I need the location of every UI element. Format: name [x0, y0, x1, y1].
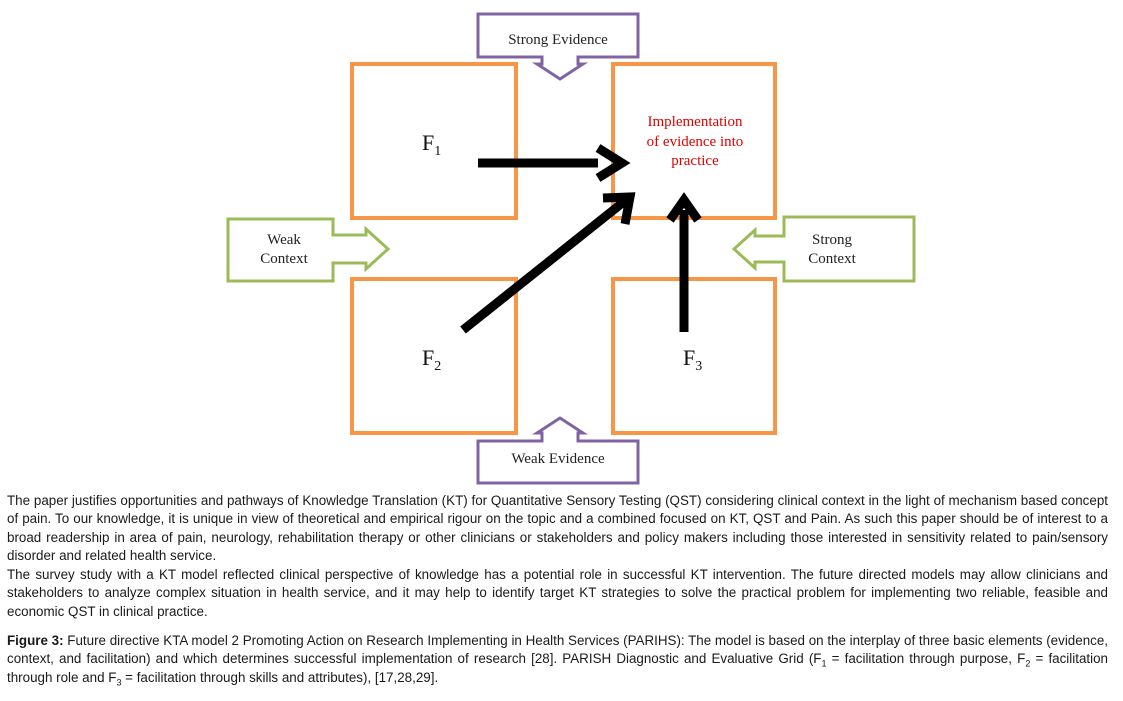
parihs-diagram: Strong Evidence Weak Evidence Weak Conte… [226, 12, 916, 485]
implementation-line3: practice [671, 153, 719, 169]
strong-evidence-callout: Strong Evidence [476, 12, 640, 81]
f1-box [350, 62, 518, 220]
f2-letter: F [422, 345, 434, 370]
f3-arrow [666, 192, 702, 332]
weak-context-label-line1: Weak [267, 232, 301, 248]
weak-evidence-label: Weak Evidence [511, 451, 605, 467]
f3-letter: F [683, 345, 695, 370]
f3-box [611, 277, 777, 435]
weak-context-callout: Weak Context [226, 217, 391, 283]
caption-label: Figure 3: [7, 633, 64, 648]
strong-evidence-label: Strong Evidence [508, 32, 608, 48]
figure-caption: Figure 3: Future directive KTA model 2 P… [7, 632, 1108, 687]
strong-context-label-line1: Strong [812, 232, 853, 248]
implementation-line1: Implementation [648, 114, 743, 130]
f2-arrow [460, 192, 636, 334]
f1-label: F1 [422, 130, 441, 159]
implementation-text: Implementation of evidence into practice [647, 114, 744, 169]
weak-evidence-callout: Weak Evidence [476, 416, 640, 485]
caption-sub3: 3 [116, 677, 122, 688]
f3-label: F3 [683, 345, 702, 374]
body-paragraph-2: The survey study with a KT model reflect… [7, 567, 1108, 619]
f2-label: F2 [422, 345, 441, 374]
f2-subscript: 2 [434, 359, 441, 374]
caption-sub2: 2 [1025, 658, 1031, 669]
caption-part1: Future directive KTA model 2 Promoting A… [7, 633, 1109, 667]
implementation-line2: of evidence into [647, 134, 744, 150]
strong-context-callout: Strong Context [731, 215, 916, 283]
caption-sub1: 1 [821, 658, 827, 669]
body-paragraph-1: The paper justifies opportunities and pa… [7, 493, 1108, 563]
f1-subscript: 1 [434, 144, 441, 159]
f3-subscript: 3 [695, 359, 702, 374]
strong-context-label-line2: Context [808, 251, 856, 267]
caption-part3: = facilitation through role and F [7, 651, 1108, 685]
implementation-box [611, 62, 777, 220]
weak-context-label-line2: Context [260, 251, 308, 267]
caption-part4: = facilitation through skills and attrib… [121, 669, 439, 685]
f1-arrow [478, 144, 631, 182]
caption-part2: = facilitation through purpose, F [826, 651, 1026, 667]
f1-letter: F [422, 130, 434, 155]
